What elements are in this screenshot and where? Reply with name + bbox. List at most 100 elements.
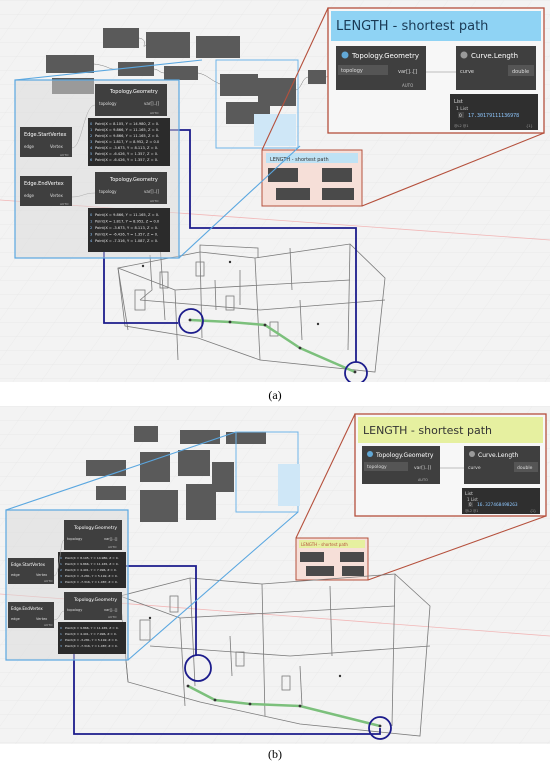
node-topology-geometry-title: Topology.Geometry <box>109 177 158 183</box>
list-item: Point(X = -6.426, Y = 1.357, Z = 0. <box>95 152 158 156</box>
node-topology-geometry[interactable]: Topology.Geometry topology var[]..[] AUT… <box>362 446 440 484</box>
list-index: 1 <box>60 562 62 566</box>
port-curve-in[interactable]: curve <box>460 69 474 75</box>
watch-value: 16.327468498263 <box>477 502 518 508</box>
node-topology-geometry[interactable]: Topology.Geometry topology var[]..[] AUT… <box>336 46 426 90</box>
node-edge-end-vertex-title: Edge.EndVertex <box>11 606 43 611</box>
list-item: Point(X = 4.401, Y = 7.996, Z = 0. <box>65 568 117 572</box>
lacing-label: AUTO <box>150 111 159 115</box>
node-topology-geometry-title: Topology.Geometry <box>109 89 158 95</box>
port-edge-in[interactable]: edge <box>24 193 35 198</box>
zoom-callout[interactable]: LENGTH - shortest path Topology.Geometry… <box>327 7 545 134</box>
small-group-title: LENGTH - shortest path <box>301 542 348 547</box>
port-double-out[interactable]: double <box>517 465 533 471</box>
port-var-out[interactable]: var[]..[] <box>414 465 431 471</box>
list-item: Point(X = -6.426, Y = 1.357, Z = 0. <box>95 158 158 162</box>
node-edge-end-vertex[interactable]: Edge.EndVertex edge Vertex AUTO <box>8 602 54 628</box>
end-vertex-marker <box>368 716 392 740</box>
port-vertex-out[interactable]: Vertex <box>50 193 63 198</box>
port-topology-in[interactable]: topology <box>99 189 117 194</box>
port-topology-in[interactable]: topology <box>367 464 387 470</box>
watch-index: 0 <box>469 502 472 507</box>
node-edge-end-vertex[interactable]: Edge.EndVertex edge Vertex AUTO <box>20 176 72 206</box>
node-icon <box>341 51 349 59</box>
node-curve-length-title: Curve.Length <box>471 52 518 60</box>
vertex-group[interactable]: Edge.StartVertex edge Vertex AUTO Edge.E… <box>5 431 299 661</box>
port-edge-in[interactable]: edge <box>11 617 20 621</box>
callout-line-right <box>367 515 547 581</box>
watch-footer-left: @L2 @1 <box>465 509 478 513</box>
lacing-label: AUTO <box>60 202 69 206</box>
list-item: Point(X = -3.281, Y = 5.192, Z = 0. <box>65 638 118 642</box>
list-item: Point(X = -6.426, Y = 1.357, Z = 0. <box>95 233 158 237</box>
list-item: Point(X = -7.316, Y = 1.087, Z = 0. <box>95 239 158 243</box>
port-topology-in[interactable]: topology <box>99 101 117 106</box>
port-var-out[interactable]: var[]..[] <box>104 537 118 541</box>
background-nodes <box>86 426 266 522</box>
port-vertex-out[interactable]: Vertex <box>36 573 47 577</box>
port-topology-in[interactable]: topology <box>67 537 82 541</box>
list-index: 4 <box>60 580 62 584</box>
node-icon <box>469 451 475 457</box>
port-var-out[interactable]: var[]..[] <box>398 69 417 75</box>
list-index: 2 <box>60 568 62 572</box>
list-index: 3 <box>90 233 92 237</box>
node-topology-geometry-2[interactable]: Topology.Geometry topology var[]..[] AUT… <box>64 592 122 620</box>
list-item: Point(X = 1.817, Y = 8.952, Z = 0.0 <box>95 140 160 144</box>
port-var-out[interactable]: var[]..[] <box>104 608 118 612</box>
small-length-group[interactable]: LENGTH - shortest path <box>295 537 369 581</box>
lacing-label: AUTO <box>44 579 53 583</box>
list-item: Point(X = 4.401, Y = 7.996, Z = 0. <box>65 632 117 636</box>
panel-a-canvas: LENGTH - shortest path <box>0 0 550 382</box>
list-item: Point(X = -3.673, Y = 8.113, Z = 0. <box>95 146 158 150</box>
node-topology-geometry-title: Topology.Geometry <box>351 52 419 60</box>
zoom-callout[interactable]: LENGTH - shortest path Topology.Geometry… <box>354 413 547 517</box>
watch-footer-left: @L2 @1 <box>454 124 469 128</box>
panel-a: LENGTH - shortest path <box>0 0 550 382</box>
port-var-out[interactable]: var[]..[] <box>144 101 160 106</box>
port-vertex-out[interactable]: Vertex <box>50 144 63 149</box>
list-item: Point(X = -3.673, Y = 8.113, Z = 0. <box>95 226 158 230</box>
list-item: Point(X = 9.866, Y = 11.165, Z = 0. <box>95 134 159 138</box>
list-item: Point(X = 9.866, Y = 11.165, Z = 0. <box>95 213 159 217</box>
list-index: 5 <box>90 152 92 156</box>
node-topology-geometry-1[interactable]: Topology.Geometry topology var[]..[] AUT… <box>64 520 122 550</box>
connector-start <box>126 565 197 656</box>
callout-line-right <box>361 132 545 207</box>
list-item: Point(X = -7.316, Y = 1.087, Z = 0. <box>65 644 118 648</box>
node-curve-length[interactable]: Curve.Length curve double <box>464 446 540 484</box>
port-edge-in[interactable]: edge <box>11 573 20 577</box>
node-edge-start-vertex[interactable]: Edge.StartVertex edge Vertex AUTO <box>20 127 72 157</box>
port-var-out[interactable]: var[]..[] <box>144 189 160 194</box>
list-index: 3 <box>60 644 62 648</box>
right-group-list <box>278 464 300 506</box>
node-topology-geometry-title: Topology.Geometry <box>73 525 117 531</box>
lacing-label: AUTO <box>108 615 117 619</box>
caption-a: (a) <box>268 388 282 402</box>
port-double-out[interactable]: double <box>512 69 529 75</box>
vertex-points <box>141 260 357 374</box>
lacing-label: AUTO <box>418 478 428 482</box>
port-topology-in[interactable]: topology <box>341 68 363 74</box>
start-vertex-marker <box>178 308 204 334</box>
port-edge-in[interactable]: edge <box>24 144 35 149</box>
node-curve-length[interactable]: Curve.Length curve double <box>456 46 536 90</box>
node-topology-geometry-2[interactable]: Topology.Geometry topology var[]..[] AUT… <box>95 172 167 204</box>
node-topology-geometry-title: Topology.Geometry <box>375 452 434 459</box>
panel-b-canvas: LENGTH - shortest path <box>0 406 550 744</box>
lacing-label: AUTO <box>60 153 69 157</box>
small-length-group[interactable]: LENGTH - shortest path <box>261 149 363 207</box>
lacing-label: AUTO <box>44 623 53 627</box>
port-topology-in[interactable]: topology <box>67 608 82 612</box>
port-vertex-out[interactable]: Vertex <box>36 617 47 621</box>
vertex-group[interactable]: Edge.StartVertex edge Vertex AUTO Edge.E… <box>14 59 301 259</box>
node-topology-geometry-1[interactable]: Topology.Geometry topology var[]..[] AUT… <box>95 84 167 116</box>
port-curve-in[interactable]: curve <box>468 465 481 471</box>
list-item: Point(X = 8.105, Y = 14.980, Z = 0. <box>95 122 159 126</box>
node-edge-start-vertex[interactable]: Edge.StartVertex edge Vertex AUTO <box>8 558 54 584</box>
watch-index: 0 <box>459 113 462 119</box>
vertex-points <box>148 616 382 728</box>
list-item: Point(X = 8.105, Y = 14.980, Z = 0. <box>65 556 119 560</box>
